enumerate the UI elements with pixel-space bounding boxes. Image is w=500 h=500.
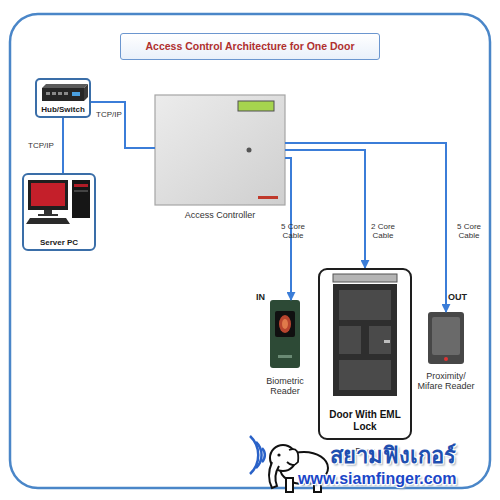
card-reader-icon <box>428 312 464 364</box>
edge-label: 5 Core Cable <box>452 222 486 240</box>
reader-node: Biometric Reader <box>270 300 300 368</box>
reader-node: Proximity/ Mifare Reader <box>428 312 464 364</box>
cable-connector <box>285 150 365 268</box>
watermark-url: www.siamfinger.com <box>298 470 457 488</box>
door-illustration <box>333 274 397 396</box>
pc-icon <box>26 180 90 224</box>
node-caption: Proximity/ Mifare Reader <box>413 371 479 392</box>
node-caption: Access Controller <box>155 210 285 220</box>
direction-label: OUT <box>448 292 467 302</box>
edge-label: 2 Core Cable <box>366 222 400 240</box>
switch-node: Hub/Switch <box>35 78 91 118</box>
edge-label: TCP/IP <box>92 110 126 119</box>
edge-label: 5 Core Cable <box>276 222 310 240</box>
node-caption: Biometric Reader <box>259 376 311 397</box>
outer-frame <box>10 14 490 488</box>
node-label: Door With EML Lock <box>322 409 408 432</box>
cable-connector <box>285 143 446 312</box>
edge-label: TCP/IP <box>24 141 58 150</box>
direction-label: IN <box>256 292 265 302</box>
door-node: Door With EML LockDoor <box>318 268 412 440</box>
server-node: Server PC <box>22 173 96 251</box>
node-label: Hub/Switch <box>39 105 87 114</box>
watermark-text: สยามฟิงเกอร์ <box>330 438 456 473</box>
fingerprint-reader-icon <box>270 300 300 368</box>
node-label: Server PC <box>26 238 92 247</box>
cable-connector <box>62 118 64 173</box>
cable-connector <box>91 102 155 148</box>
diagram-title: Access Control Architecture for One Door <box>120 33 380 60</box>
controller-cabinet <box>155 95 285 205</box>
switch-icon <box>42 84 88 101</box>
controller-node: Access Controller <box>155 95 285 205</box>
